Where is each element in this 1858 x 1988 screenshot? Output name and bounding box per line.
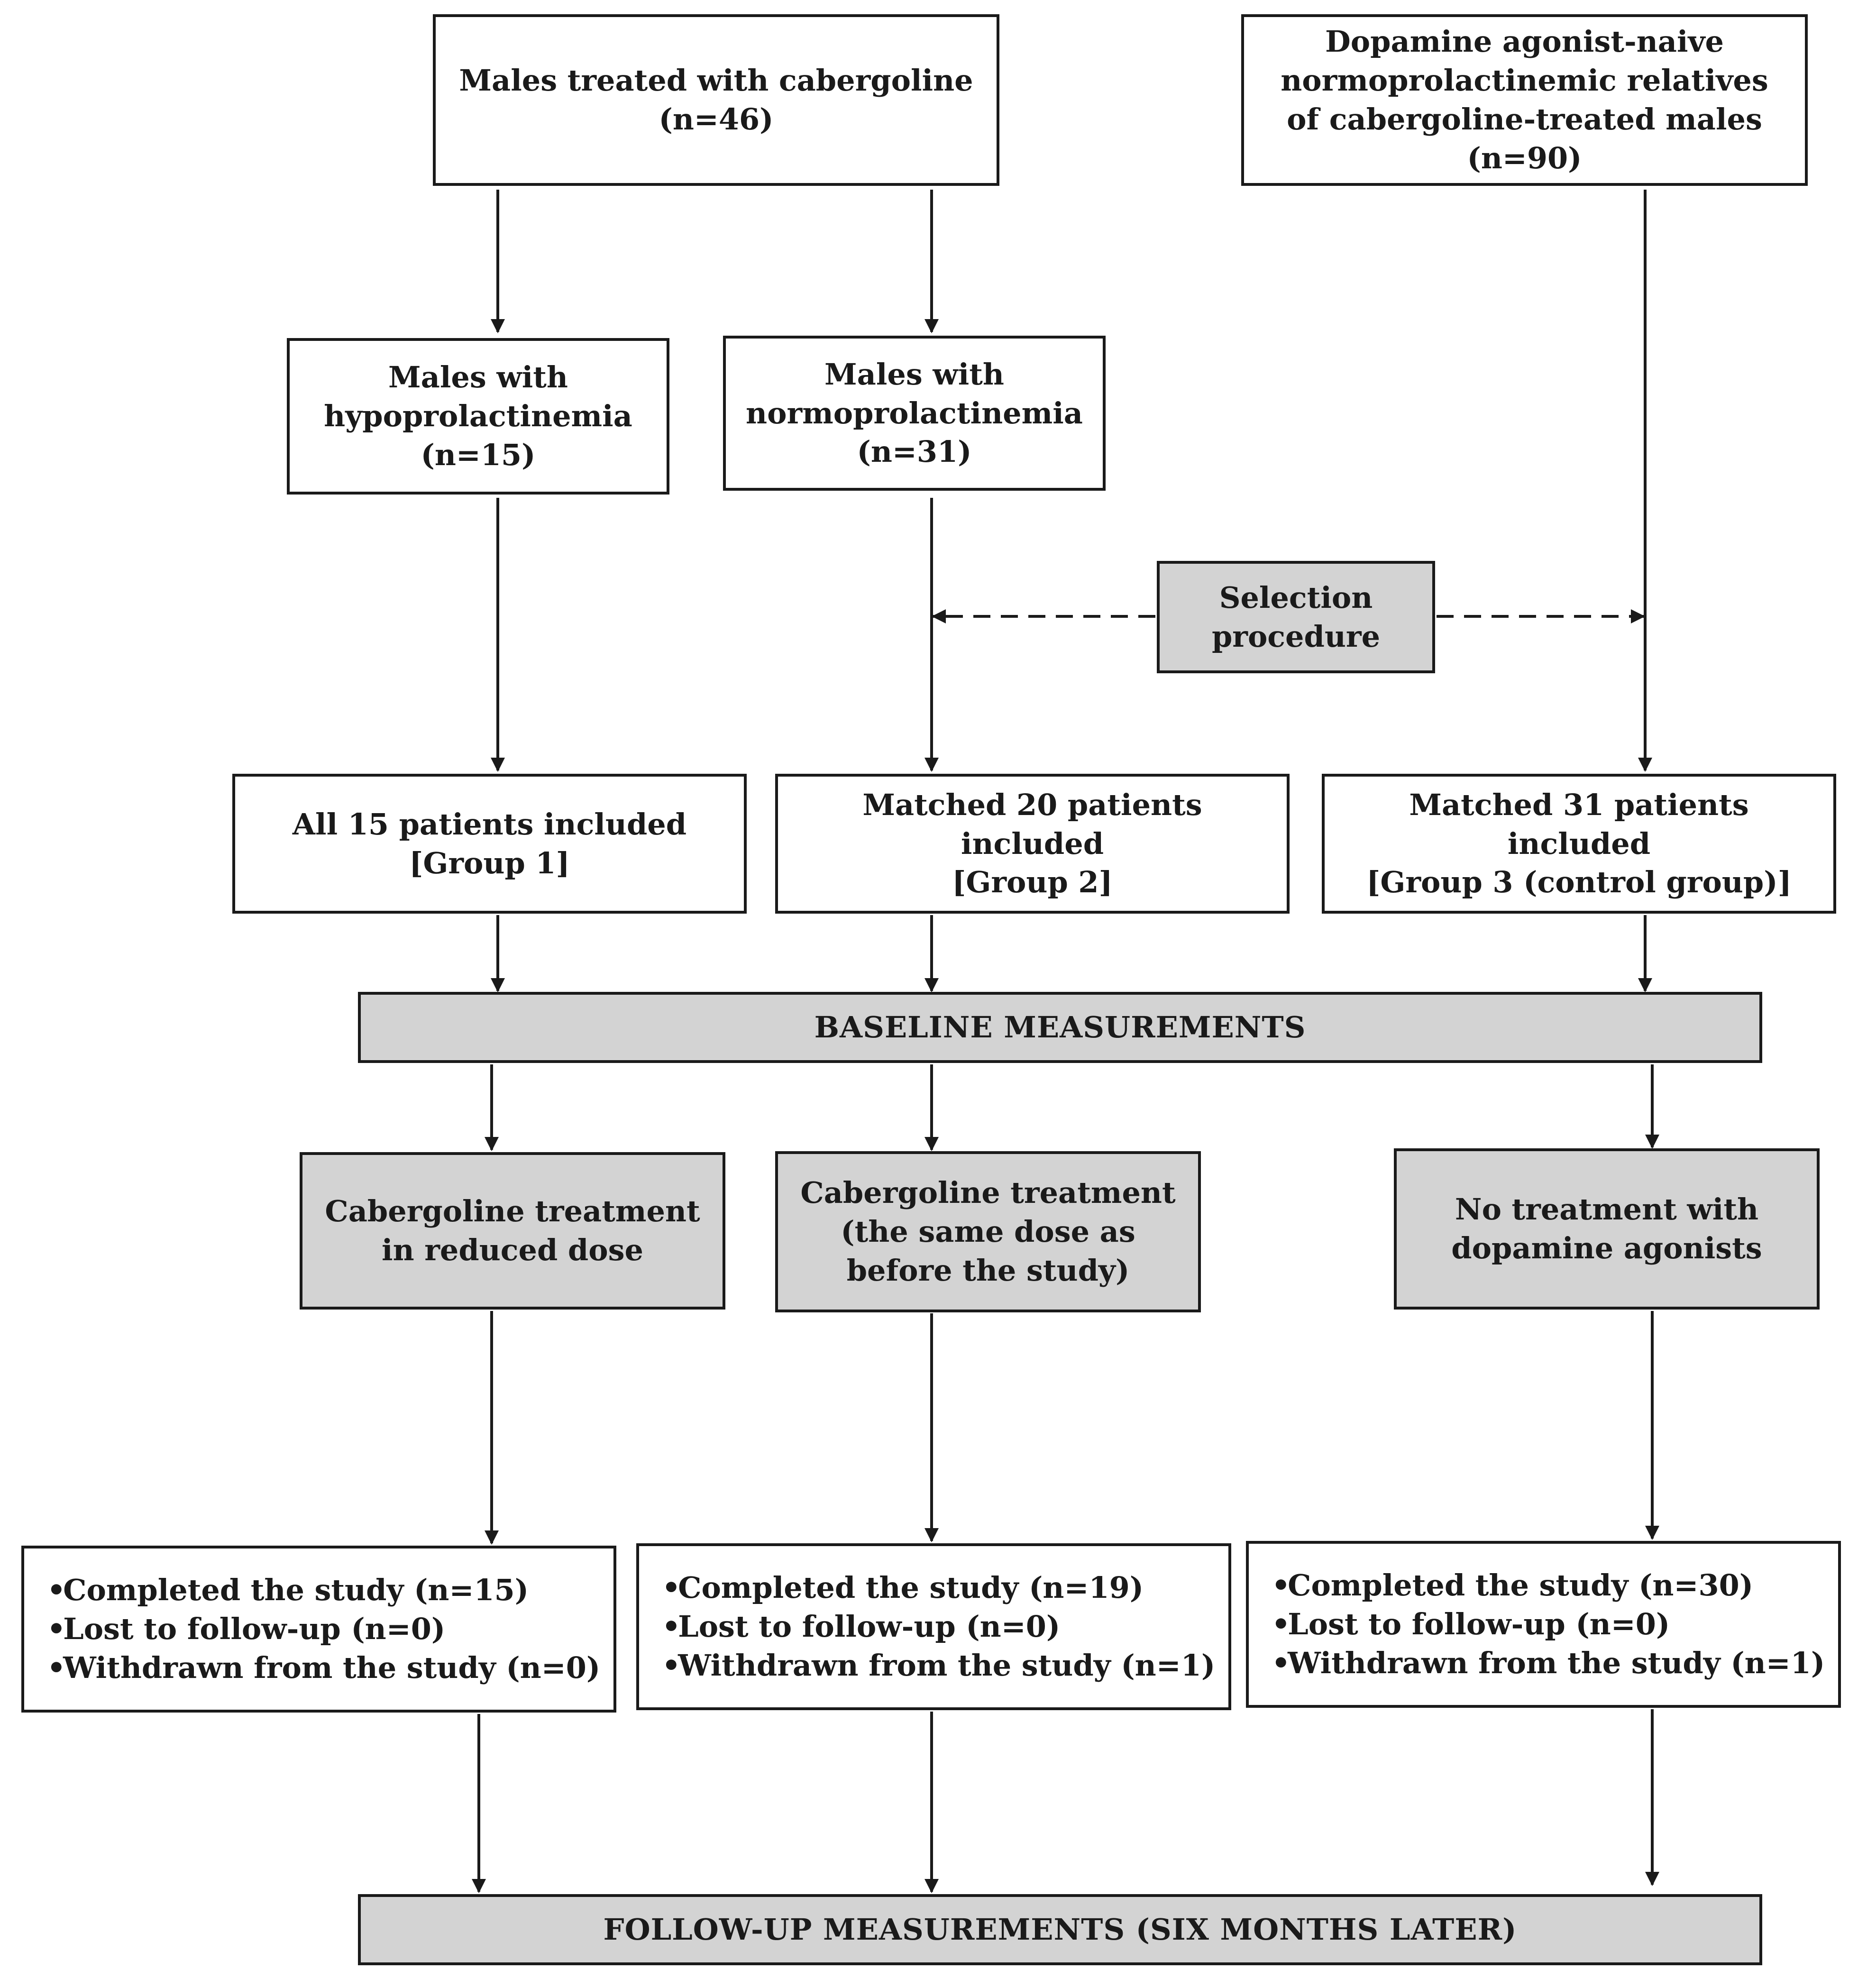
node-text-line: Males treated with cabergoline: [459, 63, 973, 98]
node-text-line: normoprolactinemic relatives: [1281, 63, 1768, 98]
node-text-line: FOLLOW-UP MEASUREMENTS (SIX MONTHS LATER…: [603, 1912, 1517, 1947]
node-text-line: Males with: [824, 357, 1004, 392]
node-text-line: [Group 3 (control group)]: [1366, 865, 1792, 900]
node-text-line: Matched 31 patients included: [1409, 787, 1749, 861]
node-text-line: hypoprolactinemia: [324, 399, 632, 434]
node-text-line: of cabergoline-treated males: [1287, 102, 1762, 137]
node-text-line: Lost to follow-up (n=0): [47, 1610, 445, 1649]
node-text-line: Completed the study (n=30): [1272, 1566, 1753, 1605]
node-text-line: Dopamine agonist-naive: [1325, 24, 1724, 59]
node-text-line: Matched 20 patients included: [862, 787, 1202, 861]
node-text-line: Males with: [388, 360, 568, 395]
node-text-line: Completed the study (n=15): [47, 1571, 529, 1610]
no-treatment-box: No treatment with dopamine agonists: [1394, 1148, 1820, 1310]
node-text-line: Cabergoline treatment: [325, 1194, 700, 1229]
node-text-line: normoprolactinemia: [746, 395, 1083, 431]
node-text-line: [Group 2]: [952, 865, 1113, 900]
node-text-line: All 15 patients included: [292, 806, 687, 842]
node-text-line: Lost to follow-up (n=0): [1272, 1605, 1670, 1644]
node-text-line: BASELINE MEASUREMENTS: [814, 1010, 1306, 1045]
outcome-group2-box: Completed the study (n=19)Lost to follow…: [636, 1543, 1231, 1710]
node-text-line: Lost to follow-up (n=0): [662, 1607, 1060, 1646]
group1-box: All 15 patients included[Group 1]: [232, 774, 747, 914]
selection-procedure-box: Selection procedure: [1157, 561, 1435, 673]
node-text-line: (n=46): [659, 102, 774, 137]
treatment-same-dose-box: Cabergoline treatment (the same dose as be…: [775, 1151, 1201, 1312]
group2-box: Matched 20 patients included [Group 2]: [775, 774, 1290, 914]
node-text-line: procedure: [1211, 619, 1381, 654]
treatment-reduced-dose-box: Cabergoline treatment in reduced dose: [300, 1152, 725, 1310]
node-text-line: dopamine agonists: [1451, 1231, 1762, 1265]
node-text-line: No treatment with: [1455, 1192, 1759, 1227]
relatives-box: Dopamine agonist-naive normoprolactinemic…: [1241, 14, 1808, 186]
node-text-line: Cabergoline treatment: [800, 1175, 1176, 1210]
outcome-group3-box: Completed the study (n=30)Lost to follow…: [1246, 1541, 1841, 1708]
node-text-line: (n=15): [421, 437, 536, 472]
node-text-line: Withdrawn from the study (n=1): [662, 1646, 1215, 1685]
node-text-line: [Group 1]: [409, 845, 570, 880]
node-text-line: (n=31): [857, 434, 972, 469]
group3-box: Matched 31 patients included [Group 3 (co…: [1322, 774, 1836, 914]
node-text-line: before the study): [846, 1253, 1130, 1288]
males-treated-box: Males treated with cabergoline (n=46): [433, 14, 999, 186]
hypoprolactinemia-box: Males with hypoprolactinemia(n=15): [287, 338, 669, 495]
node-text-line: Withdrawn from the study (n=1): [1272, 1644, 1825, 1683]
followup-measurements-box: FOLLOW-UP MEASUREMENTS (SIX MONTHS LATER…: [358, 1894, 1762, 1965]
baseline-measurements-box: BASELINE MEASUREMENTS: [358, 992, 1762, 1063]
node-text-line: (the same dose as: [841, 1214, 1135, 1249]
node-text-line: in reduced dose: [382, 1233, 643, 1267]
node-text-line: (n=90): [1467, 140, 1582, 175]
node-text-line: Withdrawn from the study (n=0): [47, 1649, 600, 1687]
node-text-line: Selection: [1219, 580, 1373, 615]
node-text-line: Completed the study (n=19): [662, 1568, 1144, 1607]
outcome-group1-box: Completed the study (n=15)Lost to follow…: [21, 1546, 616, 1713]
